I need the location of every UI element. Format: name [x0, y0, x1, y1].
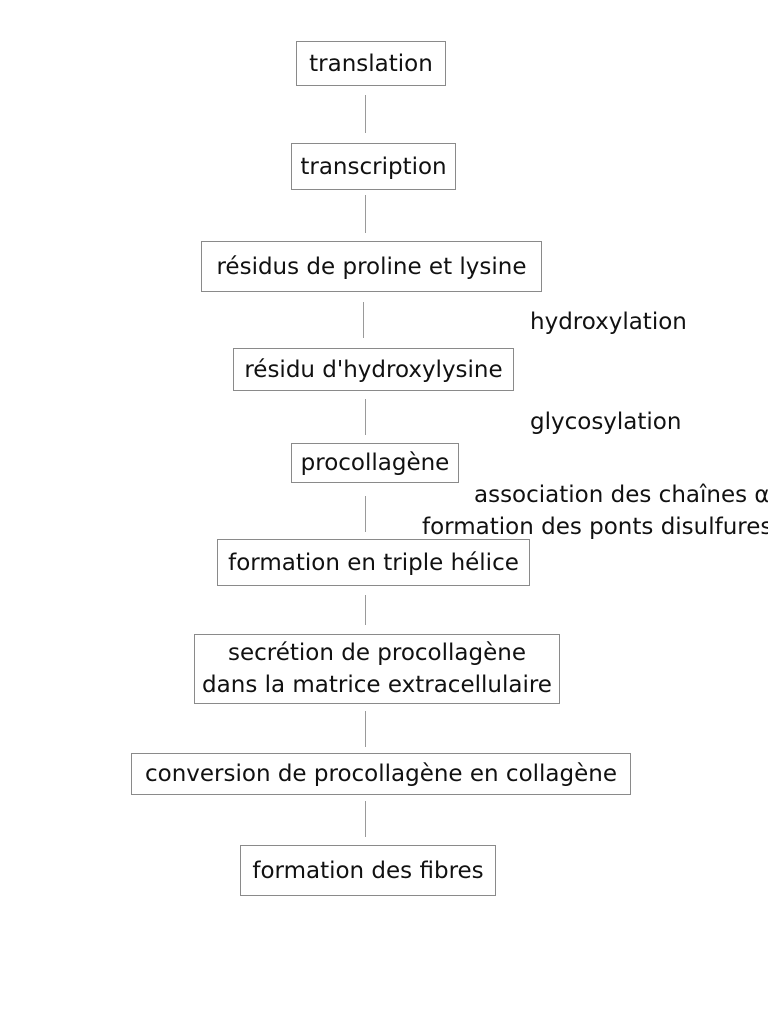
step-conversion-label: conversion de procollagène en collagène	[144, 761, 618, 787]
label-glycosylation: glycosylation	[530, 409, 682, 435]
step-residus-proline-lysine: résidus de proline et lysine	[201, 241, 542, 292]
connector-triple-helice-secretion	[365, 595, 366, 625]
step-residus-label: résidus de proline et lysine	[216, 253, 527, 280]
connector-transcription-residus	[365, 195, 366, 233]
step-triple-helice: formation en triple hélice	[217, 539, 530, 586]
step-triple-helice-label: formation en triple hélice	[228, 549, 519, 576]
step-secretion-label-line2: dans la matrice extracellulaire	[202, 672, 552, 698]
step-transcription-label: transcription	[300, 153, 447, 180]
step-procollagene-label: procollagène	[300, 450, 450, 476]
label-hydroxylation: hydroxylation	[530, 309, 687, 335]
connector-procollagene-triple-helice	[365, 496, 366, 532]
step-transcription: transcription	[291, 143, 456, 190]
step-residu-hydroxylysine: résidu d'hydroxylysine	[233, 348, 514, 391]
step-conversion-collagene: conversion de procollagène en collagène	[131, 753, 631, 795]
label-ponts-disulfures: formation des ponts disulfures	[422, 514, 768, 540]
step-translation: translation	[296, 41, 446, 86]
step-procollagene: procollagène	[291, 443, 459, 483]
connector-residus-hydroxylysine	[363, 302, 364, 338]
connector-translation-transcription	[365, 95, 366, 133]
step-translation-label: translation	[309, 50, 433, 77]
connector-hydroxylysine-procollagene	[365, 399, 366, 435]
step-fibres-label: formation des fibres	[252, 857, 484, 884]
label-association-chaines: association des chaînes α	[474, 482, 768, 508]
step-secretion-label-line1: secrétion de procollagène	[227, 640, 526, 666]
step-secretion-procollagene: secrétion de procollagène dans la matric…	[194, 634, 560, 704]
connector-conversion-fibres	[365, 801, 366, 837]
connector-secretion-conversion	[365, 711, 366, 747]
step-formation-fibres: formation des fibres	[240, 845, 496, 896]
step-hydroxylysine-label: résidu d'hydroxylysine	[244, 356, 503, 383]
